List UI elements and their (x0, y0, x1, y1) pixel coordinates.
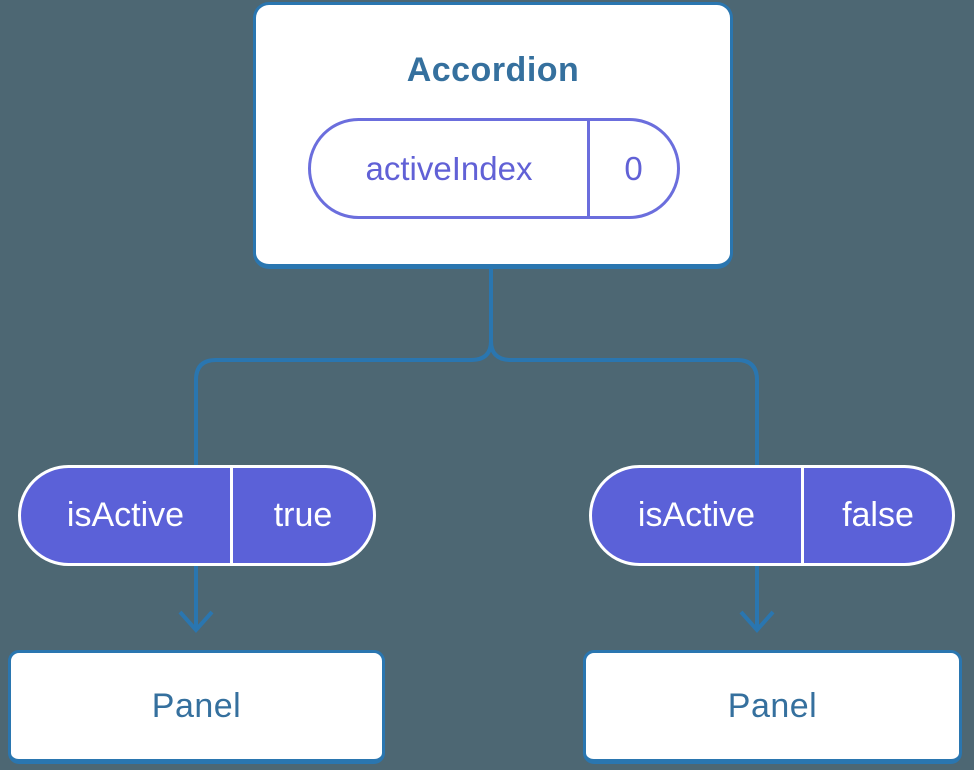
prop-pill-isactive-true: isActive true (18, 465, 376, 566)
state-value: 0 (624, 149, 643, 187)
node-title: Accordion (406, 51, 580, 89)
state-pill: activeIndex 0 (308, 118, 680, 219)
panel-node-left: Panel (8, 650, 385, 764)
connector-branch-right (489, 340, 759, 628)
prop-name-label: isActive (637, 496, 756, 534)
state-name-label: activeIndex (365, 149, 533, 187)
arrow-down-icon (178, 610, 214, 634)
panel-node-right: Panel (583, 650, 962, 764)
prop-value: false (842, 496, 914, 534)
prop-value: true (273, 496, 333, 534)
arrow-down-icon (739, 610, 775, 634)
pill-divider (230, 468, 233, 563)
pill-divider (587, 121, 590, 216)
prop-name-label: isActive (66, 496, 185, 534)
node-title: Panel (727, 686, 818, 725)
node-title: Panel (151, 686, 242, 725)
connector-branch-left (194, 340, 493, 628)
prop-pill-isactive-false: isActive false (589, 465, 955, 566)
pill-divider (801, 468, 804, 563)
